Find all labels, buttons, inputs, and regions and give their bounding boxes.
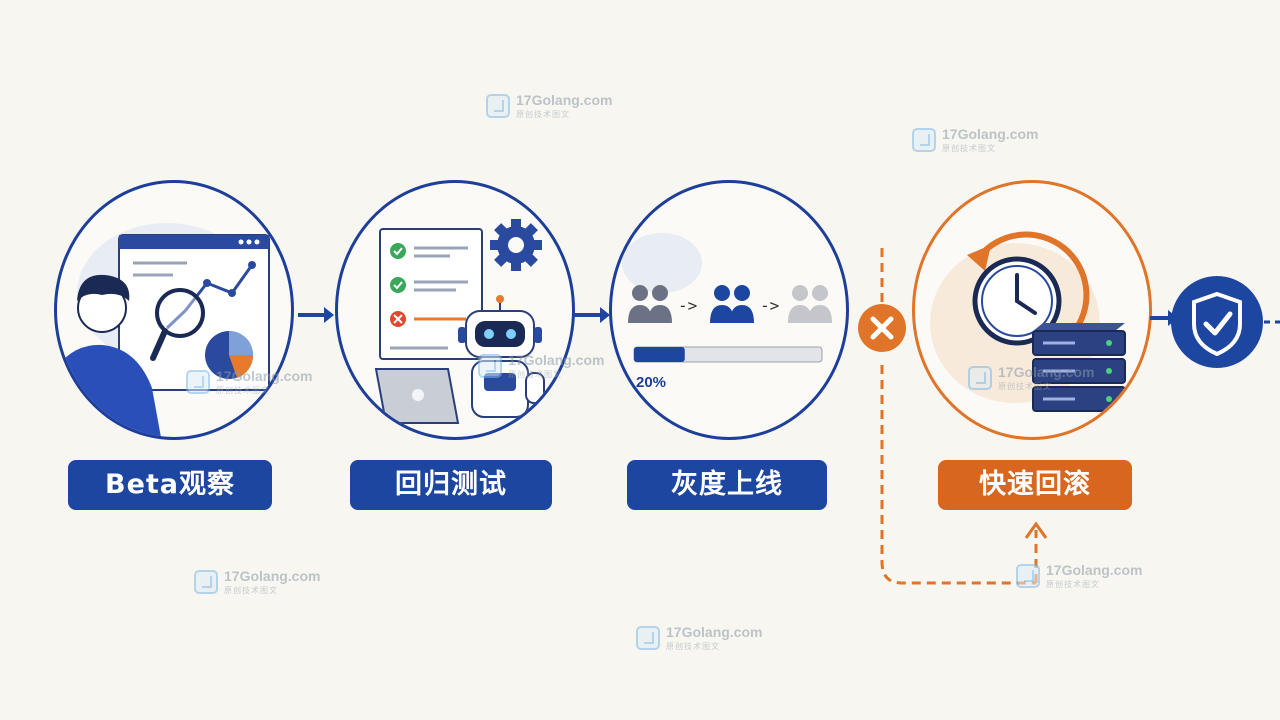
person-icon [57, 274, 161, 437]
watermark: 17Golang.com 原创技术图文 [186, 368, 336, 398]
stage-label-rollback: 快速回滚 [938, 460, 1132, 510]
fail-x-icon [858, 304, 906, 352]
users-icon [788, 285, 832, 323]
users-icon [628, 285, 672, 323]
laptop-icon [374, 368, 460, 424]
watermark-logo-icon [194, 570, 218, 594]
watermark: 17Golang.com 原创技术图文 [1016, 562, 1166, 592]
progress-fill [634, 347, 685, 362]
checklist-icon [379, 228, 483, 360]
magnifier-icon [150, 288, 205, 361]
watermark-logo-icon [486, 94, 510, 118]
rollback-arrow-icon [967, 231, 1090, 335]
gear-icon [490, 219, 542, 271]
watermark-logo-icon [968, 366, 992, 390]
users-icon [710, 285, 754, 323]
server-icon [1032, 323, 1126, 412]
flow-arrow-icon [298, 307, 334, 323]
watermark-logo-icon [636, 626, 660, 650]
watermark: 17Golang.com 原创技术图文 [968, 364, 1118, 394]
gray-release-circle: -> -> 20% [609, 180, 849, 440]
watermark: 17Golang.com 原创技术图文 [194, 568, 344, 598]
watermark-logo-icon [912, 128, 936, 152]
regression-test-circle [335, 180, 575, 440]
watermark: 17Golang.com 原创技术图文 [486, 92, 636, 122]
beta-observe-circle [54, 180, 294, 440]
watermark: 17Golang.com 原创技术图文 [478, 352, 628, 382]
svg-text:->: -> [760, 296, 779, 315]
clock-icon [972, 256, 1062, 346]
shield-check-icon [1171, 276, 1280, 368]
watermark-logo-icon [186, 370, 210, 394]
stage-label-gray: 灰度上线 [627, 460, 827, 510]
stage-label-beta: Beta观察 [68, 460, 272, 510]
watermark-logo-icon [1016, 564, 1040, 588]
watermark-logo-icon [478, 354, 502, 378]
rollback-circle [912, 180, 1152, 440]
watermark: 17Golang.com 原创技术图文 [912, 126, 1062, 156]
progress-percent: 20% [636, 374, 666, 391]
svg-text:->: -> [678, 296, 697, 315]
stage-label-regression: 回归测试 [350, 460, 552, 510]
watermark: 17Golang.com 原创技术图文 [636, 624, 786, 654]
pie-chart-icon [205, 331, 254, 379]
flow-arrow-icon [574, 307, 610, 323]
